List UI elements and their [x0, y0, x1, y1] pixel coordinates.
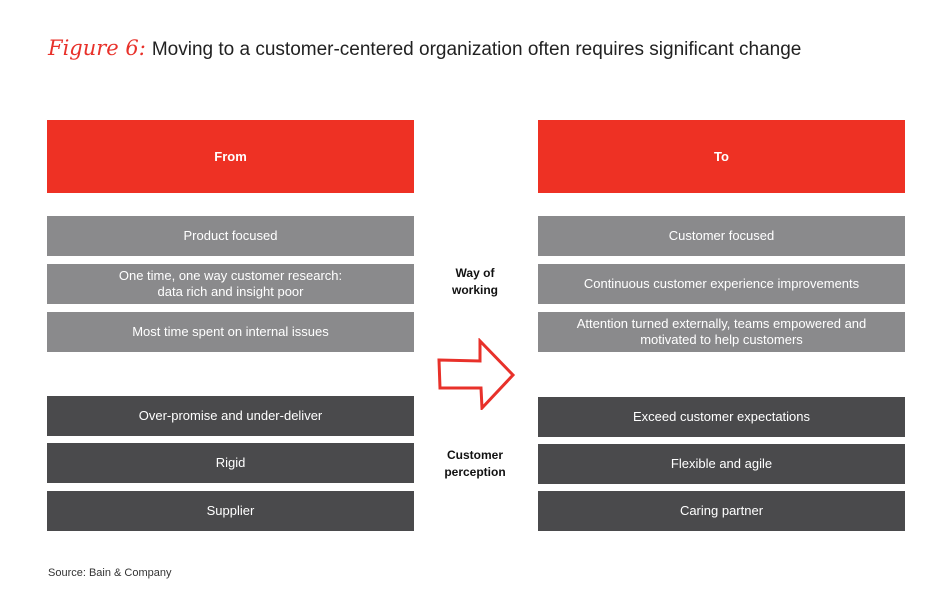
- from-cp-item-2: Rigid: [47, 443, 414, 483]
- way-of-working-label: Way of working: [451, 266, 498, 297]
- to-wow-item-1: Customer focused: [538, 216, 905, 256]
- to-cp-item-2: Flexible and agile: [538, 444, 905, 484]
- to-cp-item-1: Exceed customer expectations: [538, 397, 905, 437]
- figure-title: Figure 6:Moving to a customer-centered o…: [48, 36, 801, 61]
- from-cp-item-3: Supplier: [47, 491, 414, 531]
- from-header: From: [47, 120, 414, 193]
- to-cp-item-3: Caring partner: [538, 491, 905, 531]
- figure-title-text: Moving to a customer-centered organizati…: [151, 39, 802, 60]
- to-wow-item-3: Attention turned externally, teams empow…: [538, 312, 905, 352]
- to-header: To: [538, 120, 905, 193]
- from-wow-item-3: Most time spent on internal issues: [47, 312, 414, 352]
- customer-perception-label: Customer perception: [444, 448, 506, 479]
- from-wow-item-2: One time, one way customer research: dat…: [47, 264, 414, 304]
- figure-label: Figure 6:: [48, 36, 146, 60]
- to-wow-item-2: Continuous customer experience improveme…: [538, 264, 905, 304]
- source-note: Source: Bain & Company: [48, 567, 172, 579]
- from-cp-item-1: Over-promise and under-deliver: [47, 396, 414, 436]
- right-arrow-icon: [437, 338, 516, 410]
- from-wow-item-1: Product focused: [47, 216, 414, 256]
- right-arrow-outline: [437, 338, 516, 410]
